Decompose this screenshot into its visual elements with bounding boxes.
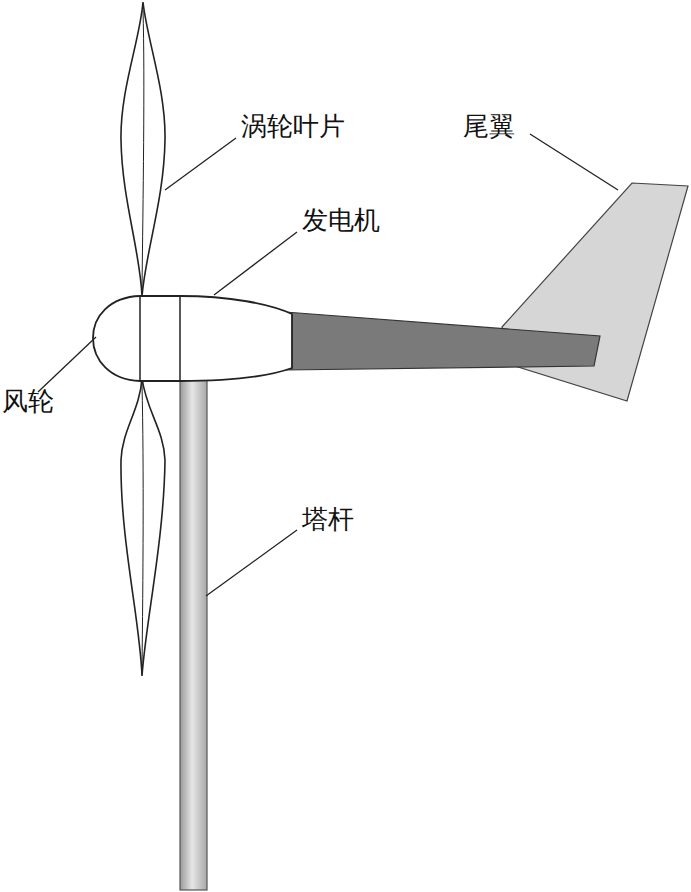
tail-arm [285,312,600,370]
leader-line [214,232,297,295]
leader-line [206,530,297,596]
label-turbine-blade: 涡轮叶片 [241,112,345,141]
leader-line [38,337,96,392]
tail-fin [502,183,688,401]
tower [180,376,207,890]
label-tail-fin: 尾翼 [463,112,515,141]
leader-line [530,134,618,190]
label-rotor: 风轮 [2,387,54,416]
generator-seam [179,296,181,381]
upper-blade [121,2,165,296]
lower-blade-rib [142,384,143,668]
leader-line [165,138,236,190]
label-tower: 塔杆 [302,505,354,534]
upper-blade-rib [142,10,144,290]
nacelle [93,296,292,381]
hub-seam [139,296,141,381]
lower-blade [121,378,165,676]
label-generator: 发电机 [302,206,380,235]
